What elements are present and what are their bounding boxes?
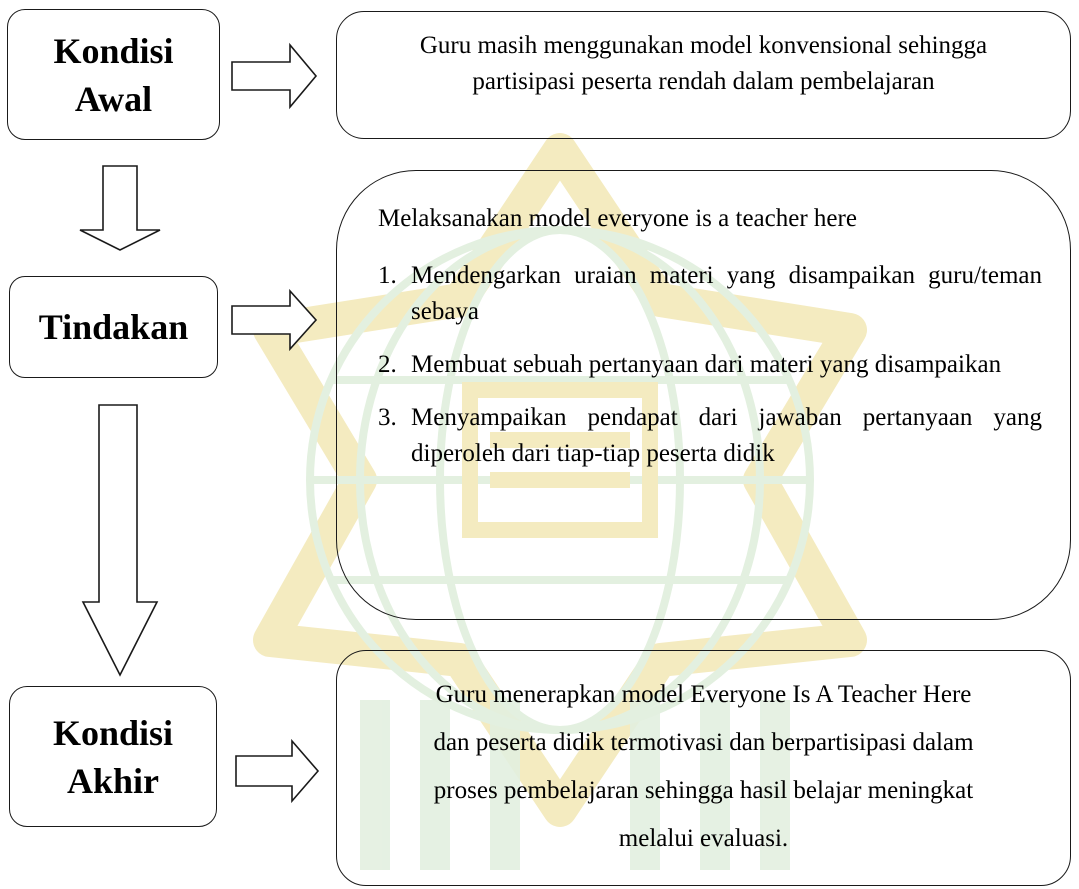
list-item-text: Mendengarkan uraian materi yang disampai… [411, 262, 1042, 325]
step-label-line: Tindakan [38, 307, 189, 347]
content-line: Guru menerapkan model Everyone Is A Teac… [435, 681, 972, 708]
content-line: partisipasi peserta rendah dalam pembela… [472, 68, 935, 95]
step-label-kondisi-akhir: Kondisi Akhir [9, 686, 217, 827]
arrow-down-2 [81, 404, 159, 677]
action-list: 1. Mendengarkan uraian materi yang disam… [378, 258, 1042, 472]
list-item-number: 2. [378, 351, 397, 378]
content-line: melalui evaluasi. [618, 825, 789, 852]
arrow-right-3 [235, 738, 320, 804]
step-label-line: Kondisi [52, 712, 174, 753]
list-item: 1. Mendengarkan uraian materi yang disam… [378, 258, 1042, 330]
content-intro: Melaksanakan model everyone is a teacher… [378, 205, 857, 232]
content-line: proses pembelajaran sehingga hasil belaj… [433, 777, 974, 804]
list-item-text: Menyampaikan pendapat dari jawaban perta… [411, 404, 1042, 467]
content-box-tindakan: Melaksanakan model everyone is a teacher… [336, 170, 1071, 620]
arrow-down-1 [79, 165, 161, 251]
step-label-line: Awal [74, 78, 153, 119]
step-label-tindakan: Tindakan [9, 276, 218, 378]
step-label-line: Kondisi [53, 30, 174, 71]
content-line: dan peserta didik termotivasi dan berpar… [433, 729, 974, 756]
list-item: 2. Membuat sebuah pertanyaan dari materi… [378, 347, 1042, 383]
list-item-text: Membuat sebuah pertanyaan dari materi ya… [411, 351, 1002, 378]
content-box-kondisi-awal: Guru masih menggunakan model konvensiona… [336, 11, 1071, 139]
step-label-line: Akhir [66, 760, 160, 801]
content-line: Guru masih menggunakan model konvensiona… [419, 32, 988, 59]
arrow-right-1 [231, 42, 318, 110]
step-label-kondisi-awal: Kondisi Awal [7, 9, 220, 140]
list-item-number: 3. [378, 404, 397, 431]
list-item: 3. Menyampaikan pendapat dari jawaban pe… [378, 400, 1042, 472]
list-item-number: 1. [378, 262, 397, 289]
content-box-kondisi-akhir: Guru menerapkan model Everyone Is A Teac… [336, 650, 1071, 886]
arrow-right-2 [231, 288, 318, 352]
